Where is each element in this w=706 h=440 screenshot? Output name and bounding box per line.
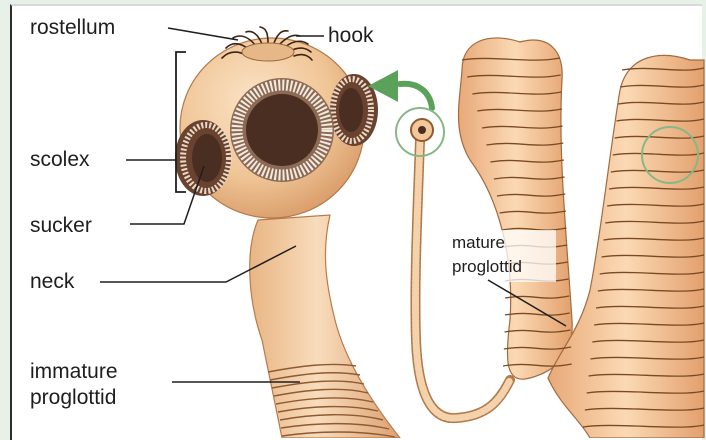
label-mature-text-1: mature (452, 233, 505, 252)
label-hook-text: hook (328, 24, 374, 47)
label-sucker-text: sucker (30, 214, 92, 237)
label-scolex: scolex (30, 52, 186, 192)
rostellum (242, 43, 294, 61)
label-neck-text: neck (30, 270, 75, 293)
label-rostellum: rostellum (30, 16, 238, 40)
label-rostellum-text: rostellum (30, 16, 115, 39)
label-immature-text-2: proglottid (30, 386, 116, 409)
zoom-arrow (368, 70, 432, 108)
scolex-drawing (175, 27, 400, 438)
left-sucker (175, 120, 231, 196)
label-mature-text-2: proglottid (452, 257, 522, 276)
label-scolex-text: scolex (30, 148, 90, 171)
neck-body (250, 215, 400, 438)
front-sucker (230, 78, 334, 182)
label-sucker: sucker (30, 166, 204, 237)
label-immature-text-1: immature (30, 360, 118, 383)
label-immature-proglottid: immature proglottid (30, 360, 300, 409)
